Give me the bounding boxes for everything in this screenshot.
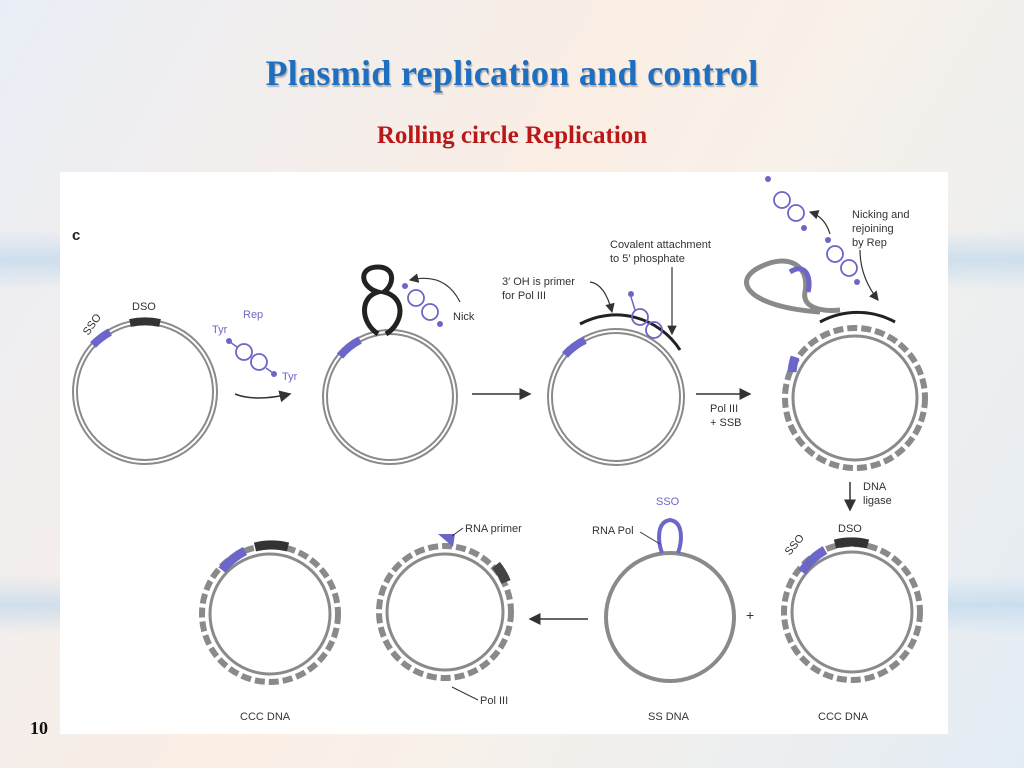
sso-region xyxy=(90,328,113,348)
tyr-label-2: Tyr xyxy=(282,371,298,383)
nicking-label-line2: rejoining xyxy=(852,223,894,235)
primer-label-line1: 3′ OH is primer xyxy=(502,276,575,288)
nicking-label-line1: Nicking and xyxy=(852,209,909,221)
arrow-1 xyxy=(234,390,292,403)
displaced-strand xyxy=(744,258,841,315)
tyr-label-1: Tyr xyxy=(212,324,228,336)
plus-sign: + xyxy=(746,607,754,623)
stage4-rolling: Nicking and rejoining by Rep xyxy=(744,176,928,471)
sso-label-ccc: SSO xyxy=(783,532,807,558)
panel-letter: c xyxy=(72,227,80,244)
ccc-dna-label-right: CCC DNA xyxy=(818,711,869,723)
stage3-priming: 3′ OH is primer for Pol III Covalent att… xyxy=(502,239,711,466)
stage1-plasmid: SSO DSO xyxy=(72,301,218,465)
dso-region xyxy=(129,317,161,327)
dso-label-ccc: DSO xyxy=(838,523,862,535)
ligase-label: ligase xyxy=(863,495,892,507)
covalent-label-line2: to 5′ phosphate xyxy=(610,253,685,265)
dso-label: DSO xyxy=(132,301,156,313)
primer-label-line2: for Pol III xyxy=(502,290,546,302)
ccc-dna-left: CCC DNA xyxy=(199,540,341,723)
nick-label: Nick xyxy=(453,311,475,323)
ss-dna: SSO RNA Pol SS DNA xyxy=(592,496,736,723)
nicking-label-line3: by Rep xyxy=(852,237,887,249)
rep-label: Rep xyxy=(243,309,263,321)
cruciform-hairpin xyxy=(361,264,403,337)
rna-pol-label: RNA Pol xyxy=(592,525,634,537)
rolling-circle-diagram: c SSO DSO Rep Tyr Tyr Nick xyxy=(72,176,928,723)
rna-primer-label: RNA primer xyxy=(465,523,522,535)
covalent-label-line1: Covalent attachment xyxy=(610,239,711,251)
ssb-label: + SSB xyxy=(710,417,742,429)
pol3-synthesis: RNA primer Pol III xyxy=(376,523,522,707)
rep-protein: Rep Tyr Tyr xyxy=(212,309,298,383)
slide-subtitle: Rolling circle Replication xyxy=(376,122,648,149)
rolling-circle-figure: c SSO DSO Rep Tyr Tyr Nick xyxy=(60,172,948,734)
slide-title: Plasmid replication and control xyxy=(265,53,759,93)
dna-label: DNA xyxy=(863,481,887,493)
sso-label-ss: SSO xyxy=(656,496,680,508)
stage2-cruciform: Nick xyxy=(322,264,475,465)
pol3-label: Pol III xyxy=(710,403,738,415)
slide-number: 10 xyxy=(30,718,48,738)
ss-dna-label: SS DNA xyxy=(648,711,690,723)
pol3-label-bottom: Pol III xyxy=(480,695,508,707)
ccc-dna-label-left: CCC DNA xyxy=(240,711,291,723)
ccc-dna-right: SSO DSO CCC DNA xyxy=(781,523,923,723)
